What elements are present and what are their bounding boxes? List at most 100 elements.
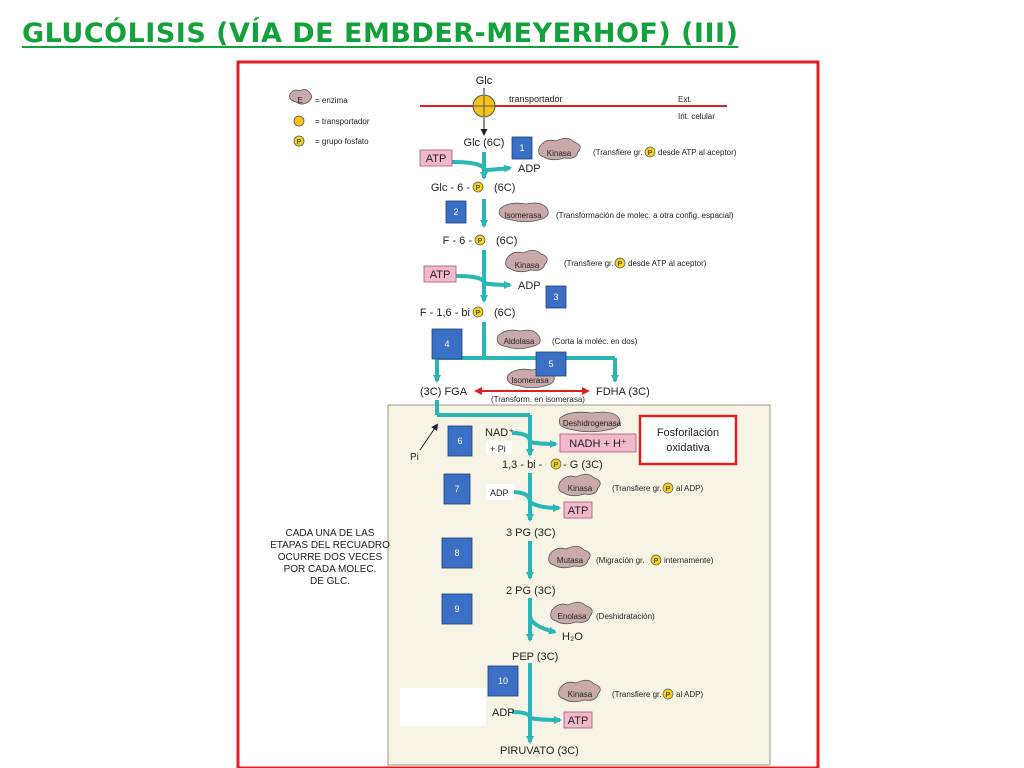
note-step-5: (Transform. en isomerasa) [491,395,585,404]
svg-text:ETAPAS DEL RECUADRO: ETAPAS DEL RECUADRO [270,540,390,551]
step-1-box [511,136,533,160]
box-note: CADA UNA DE LAS ETAPAS DEL RECUADRO OCUR… [270,528,390,587]
svg-text:OCURRE DOS VECES: OCURRE DOS VECES [278,552,383,563]
glc-outside: Glc [476,75,493,87]
enzyme-kinasa-10: Kinasa [558,679,601,703]
note-step-3b: desde ATP al aceptor) [628,259,707,268]
step-10-box [487,665,519,697]
svg-text:Isomerasa: Isomerasa [504,211,542,220]
note-step-1b: desde ATP al aceptor) [658,148,737,157]
step-2-box [445,200,467,224]
phosphate-icon [472,181,484,193]
fga-label: (3C) FGA [420,386,468,398]
svg-text:Enolasa: Enolasa [558,612,587,621]
phosphate-icon [293,135,305,147]
transporter-label: transportador [509,94,563,104]
note-step-8: (Migración gr. [596,556,644,565]
svg-text:9: 9 [454,604,459,614]
enzyme-isomerasa-2: Isomerasa [498,202,549,223]
adp-7-box [486,484,514,500]
enzyme-kinasa-7: Kinasa [558,473,601,497]
h2o-label: H₂O [562,631,583,643]
enzyme-deshidrogenasa-6: Deshidrogenasa [558,411,622,433]
page-title: GLUCÓLISIS (VÍA DE EMBDER-MEYERHOF) (III… [22,18,739,49]
svg-text:P: P [478,238,483,245]
f6p-carbons: (6C) [496,235,517,247]
phosphate-icon [472,306,484,318]
legend-phosphate: = grupo fosfato [315,137,369,146]
note-step-10b: al ADP) [676,690,703,699]
callout-line-1: Fosforilación [657,427,719,439]
pi-plus-label: + Pi [490,444,506,454]
pi-label: Pi [410,452,419,463]
legend-enzyme: = enzima [315,96,348,105]
legend-carrier: = transportador [315,117,370,126]
svg-text:7: 7 [454,484,459,494]
svg-text:Deshidrogenasa: Deshidrogenasa [563,419,622,428]
svg-text:2: 2 [453,207,458,217]
ext-label: Ext. [678,95,692,104]
svg-text:10: 10 [498,676,508,686]
step-9-box [441,593,473,625]
legend-phosphate-symbol: P [297,139,302,146]
enzyme-kinasa-1: Kinasa [538,137,581,161]
fdha-label: FDHA (3C) [596,386,650,398]
f16bp-label: F - 1,6 - bi [420,307,470,319]
legend: E = enzima = transportador P = grupo fos… [289,89,370,147]
atp-label: ATP [430,269,451,281]
note-step-2: (Transformación de molec. a otra config.… [556,211,734,220]
svg-text:P: P [666,692,671,699]
svg-text:1: 1 [519,143,524,153]
svg-text:Kinasa: Kinasa [515,261,540,270]
note-step-9: (Deshidratación) [596,612,655,621]
enzyme-mutasa-8: Mutasa [548,545,591,569]
pi-plus-box [486,441,512,455]
note-step-8b: internamente) [664,556,714,565]
svg-text:POR CADA MOLEC.: POR CADA MOLEC. [284,564,377,575]
svg-text:Kinasa: Kinasa [547,149,572,158]
svg-text:P: P [476,310,481,317]
phosphate-icon [662,688,674,700]
svg-text:P: P [654,558,659,565]
red-frame [236,60,820,768]
svg-text:P: P [648,150,653,157]
pyruvate-label: PIRUVATO (3C) [500,745,579,757]
svg-text:Kinasa: Kinasa [568,484,593,493]
step-notes: (Transfiere gr. P desde ATP al aceptor) … [491,146,737,700]
f16bp-carbons: (6C) [494,307,515,319]
svg-text:P: P [554,462,559,469]
note-step-4: (Corta la moléc. en dos) [552,337,638,346]
phosphate-icon [644,146,656,158]
adp-7-label: ADP [490,488,509,498]
svg-text:Kinasa: Kinasa [568,690,593,699]
pg3-label: 3 PG (3C) [506,527,556,539]
enzyme-icon [289,89,312,105]
note-step-7: (Transfiere gr. [612,484,662,493]
step-3-box [545,285,567,309]
atp-label: ATP [426,153,447,165]
svg-text:Aldolasa: Aldolasa [504,337,535,346]
atp-label: ATP [568,505,589,517]
phosphate-icon [474,234,486,246]
oxidative-phosphorylation-callout [638,414,738,466]
atp-box [419,149,453,167]
adp-label: ADP [492,707,515,719]
molecules: Glc (6C) Glc - 6 - P (6C) F - 6 - P (6C)… [420,137,650,757]
bpg-carbons: - G (3C) [563,459,603,471]
phosphate-icon [650,554,662,566]
enzyme-aldolasa-4: Aldolasa [496,329,541,350]
enzyme-enolasa-9: Enolasa [550,601,593,625]
bpg-label: 1,3 - bi - [502,459,543,471]
svg-text:CADA UNA DE LAS: CADA UNA DE LAS [286,528,375,539]
g6p-carbons: (6C) [494,182,515,194]
atp-label: ATP [568,715,589,727]
g6p-label: Glc - 6 - [431,182,470,194]
step-markers: 1 2 3 4 5 6 7 8 9 10 [431,136,567,697]
svg-text:4: 4 [444,339,449,349]
step-8-box [441,537,473,569]
svg-text:5: 5 [548,359,553,369]
enzyme-kinasa-3: Kinasa [505,249,548,273]
f6p-label: F - 6 - [443,235,473,247]
blank-mask [400,688,486,726]
